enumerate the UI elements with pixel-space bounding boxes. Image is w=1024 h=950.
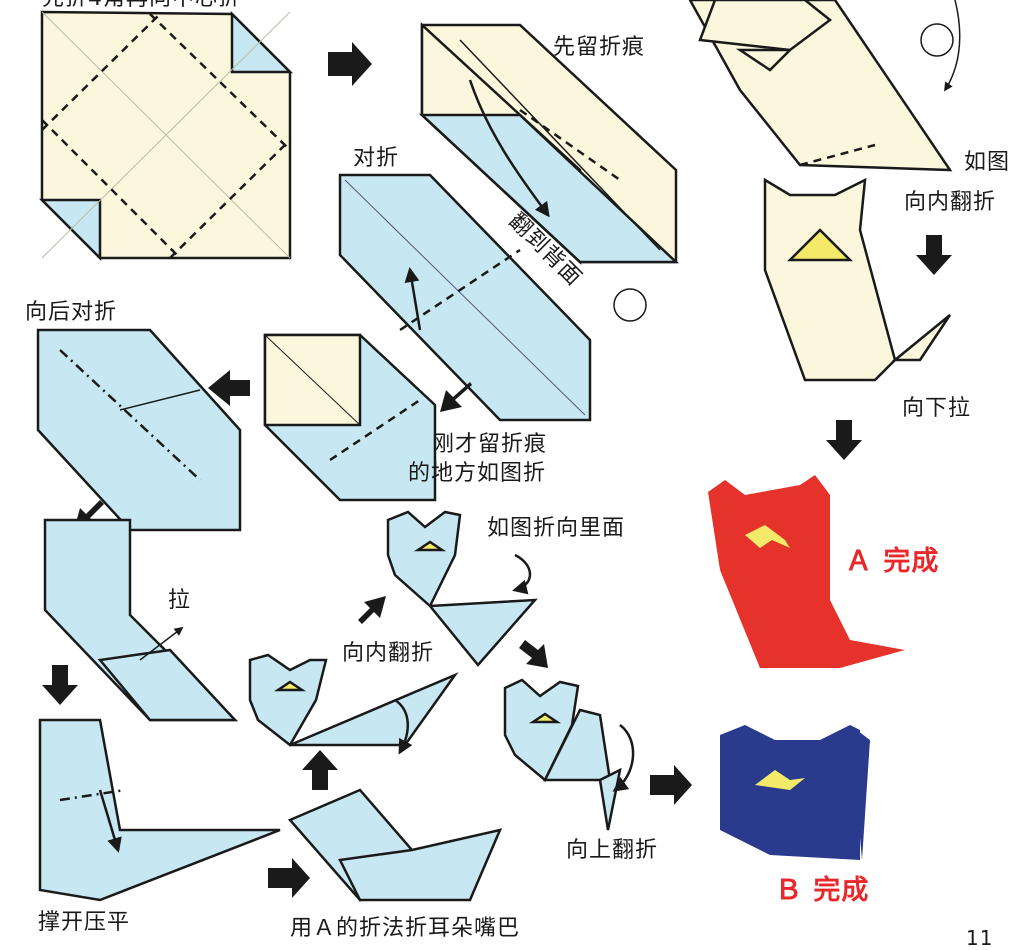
result-a-red-cat (708, 475, 905, 668)
step11-cat (503, 678, 635, 831)
step-arrow-10 (650, 765, 692, 805)
step10-cat (386, 510, 538, 667)
step-arrow-6 (268, 858, 310, 898)
step9-cat-body (248, 653, 459, 755)
step-arrow-3 (208, 370, 250, 406)
step1-square (38, 10, 294, 262)
step-arrow-9 (519, 640, 548, 668)
label-pull: 拉 (168, 588, 192, 613)
label-inside-reverse-1: 向内翻折 (342, 641, 435, 666)
label-crease-first: 先留折痕 (553, 35, 646, 60)
step-arrow-1 (328, 42, 372, 86)
label-done-a: Ａ 完成 (845, 546, 940, 577)
step7-spread-flatten (38, 718, 281, 902)
step3-fold-half (338, 173, 647, 422)
page-number: 11 (966, 926, 994, 950)
label-pull-down: 向下拉 (902, 396, 972, 421)
step-arrow-r1 (916, 235, 952, 275)
label-fold-inward: 如图折向里面 (487, 516, 626, 541)
step6-pull (43, 518, 239, 722)
label-fold-crease-2: 的地方如图折 (408, 461, 547, 486)
label-fold-back-half: 向后对折 (25, 300, 118, 325)
step-arrow-r2 (826, 420, 862, 460)
label-fold-crease-1: 刚才留折痕 (432, 432, 548, 457)
step-r1-cat-top (688, 0, 961, 172)
label-done-b: Ｂ 完成 (775, 875, 870, 906)
label-spread-flatten: 撑开压平 (38, 910, 131, 935)
label-inside-reverse-2: 向内翻折 (904, 190, 997, 215)
result-b-blue-cat (720, 725, 870, 860)
step-arrow-7 (302, 750, 338, 790)
step-arrow-8 (358, 596, 386, 624)
step2-crease-box (418, 22, 680, 265)
step5-fold-back (36, 328, 242, 532)
step4-crease-fold (263, 333, 437, 502)
label-as-shown: 如图 (964, 150, 1011, 175)
label-fold-half: 对折 (353, 146, 400, 171)
step-arrow-5 (42, 665, 78, 705)
step-r2-cat-sitting (763, 177, 952, 382)
label-top-cut: 先折4角再向中心折 (42, 0, 241, 10)
step8-ears-base (287, 788, 503, 902)
label-ears-mouth: 用Ａ的折法折耳朵嘴巴 (290, 916, 521, 941)
step-arrow-2 (440, 382, 472, 412)
label-fold-up: 向上翻折 (566, 838, 659, 863)
